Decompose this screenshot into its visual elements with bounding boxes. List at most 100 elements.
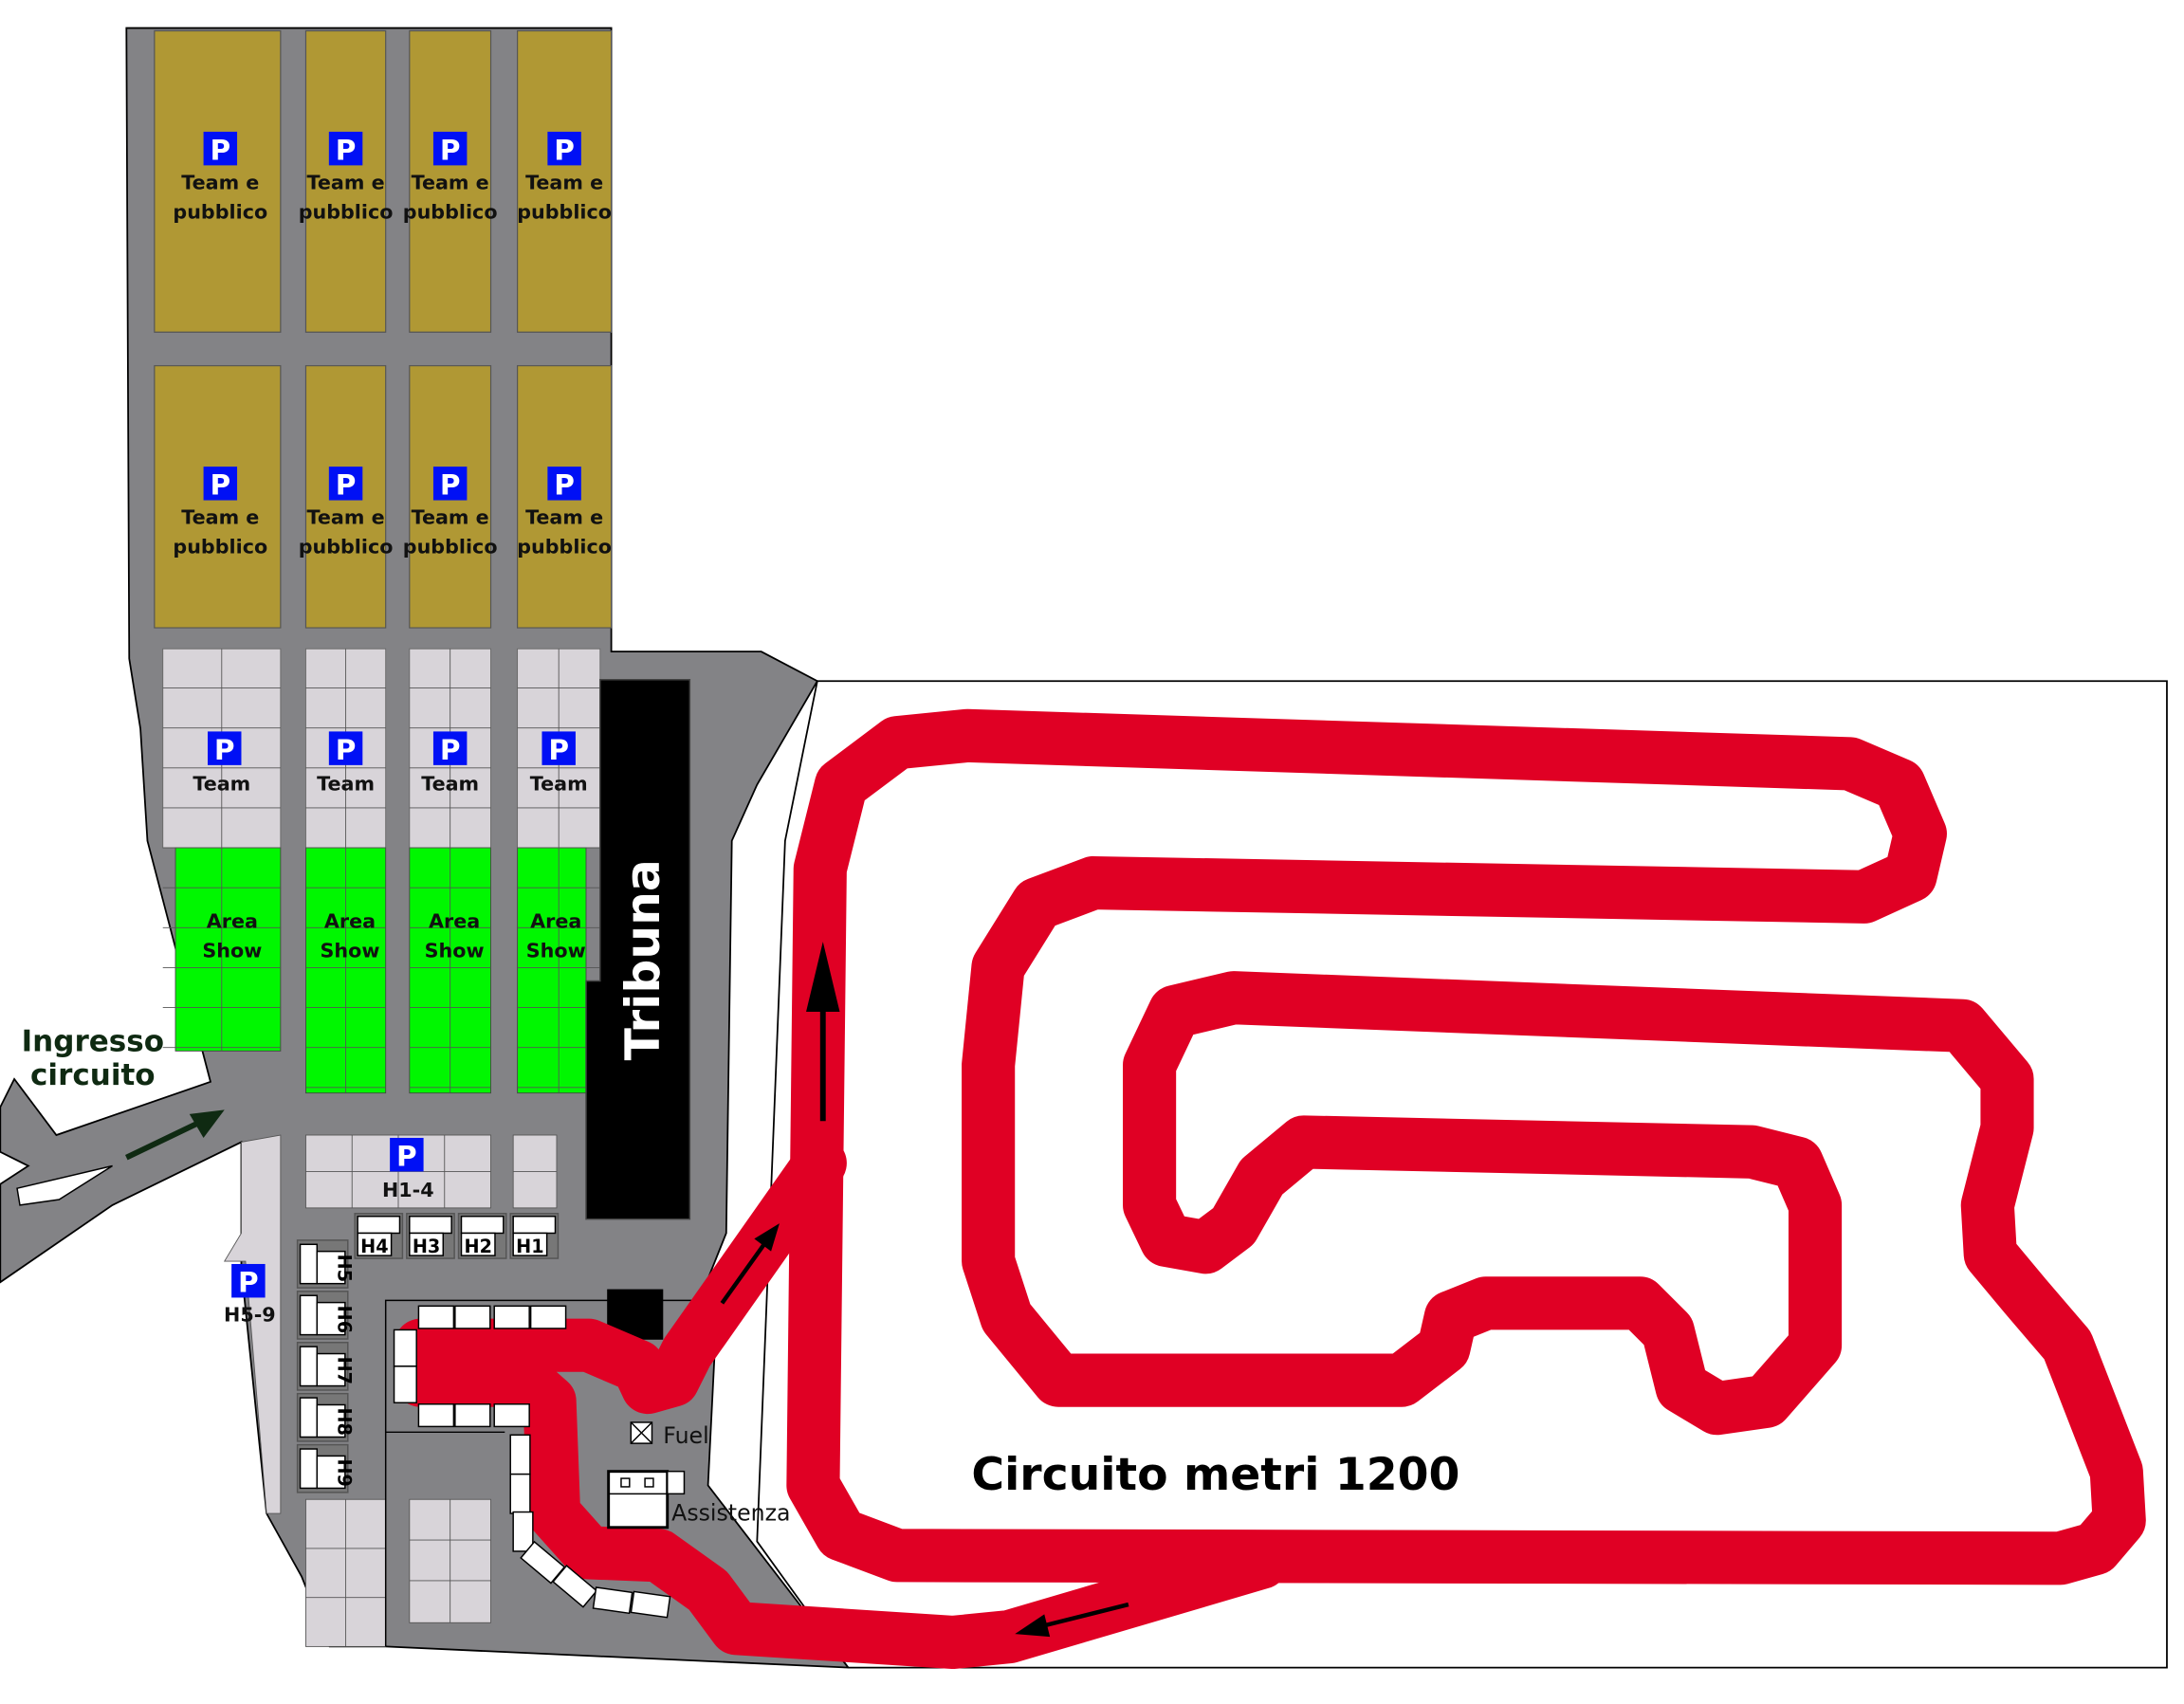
show-area-label: Area	[324, 909, 376, 932]
lot-label: Team e	[412, 172, 489, 194]
public-parking-lot: P Team e pubblico	[154, 29, 282, 333]
show-area-label: Show	[425, 939, 485, 962]
entrance-label-line1: Ingresso	[22, 1024, 164, 1058]
assistance-icon	[607, 1470, 670, 1530]
barriers	[393, 1305, 671, 1619]
lot-label: Team	[421, 772, 479, 795]
hangar-label: H6	[333, 1306, 355, 1333]
parking-icon: P	[210, 134, 230, 166]
show-area-label: Area	[530, 909, 581, 932]
entrance-label-line2: circuito	[30, 1058, 156, 1092]
barrier-block	[393, 1328, 417, 1367]
barrier-block	[393, 1365, 417, 1404]
track-exit-leg	[394, 1136, 1289, 1670]
h1-4-label: H1-4	[382, 1179, 434, 1201]
parking-sign	[203, 467, 238, 501]
show-area-label: Area	[207, 909, 258, 932]
parking-sign-h1-4	[390, 1137, 424, 1172]
lot-label: Team e	[412, 506, 489, 529]
hangar-label: H3	[413, 1236, 440, 1257]
barrier-block	[630, 1590, 671, 1619]
parking-icon: P	[214, 734, 235, 766]
hangar-h8: H8	[296, 1392, 355, 1442]
h5-9-label: H5-9	[224, 1304, 276, 1327]
arrow-entrance-icon	[189, 1109, 225, 1138]
barrier-block	[520, 1540, 566, 1585]
parking-icon: P	[440, 469, 461, 502]
show-area-label: Area	[429, 909, 480, 932]
lot-label: Team e	[181, 172, 259, 194]
hangar-h9: H9	[296, 1443, 355, 1493]
lot-label: pubblico	[299, 201, 394, 224]
hangar-label: H1	[516, 1236, 543, 1257]
hangar-label: H9	[333, 1458, 355, 1486]
parking-sign-h5-9	[231, 1263, 266, 1298]
public-parking-lot: P Team e pubblico	[403, 365, 498, 629]
parking-icon: P	[336, 734, 357, 766]
arrow-return-icon	[1015, 1614, 1051, 1638]
parking-sign	[328, 131, 363, 166]
race-track	[394, 708, 2146, 1670]
assistance-building: Assistenza	[607, 1470, 790, 1530]
lot-label: pubblico	[299, 536, 394, 559]
fuel-station: Fuel	[630, 1421, 709, 1449]
lot-label: pubblico	[403, 536, 498, 559]
parking-icon: P	[210, 469, 230, 502]
parking-icon: P	[440, 734, 461, 766]
barrier-block	[417, 1305, 455, 1329]
lot-label: Team e	[307, 172, 385, 194]
barrier-block	[454, 1403, 491, 1428]
lot-label: pubblico	[517, 201, 612, 224]
road-island	[16, 1164, 113, 1206]
parking-lot-h5-9	[223, 1134, 282, 1514]
fuel-label: Fuel	[663, 1422, 708, 1449]
hangar-h1: H1	[509, 1213, 560, 1259]
tribune	[585, 678, 691, 1220]
barrier-block	[512, 1511, 534, 1552]
parking-sign	[432, 131, 468, 166]
hangar-h2: H2	[457, 1213, 507, 1259]
parking-sign	[328, 467, 363, 501]
lot-label: Team e	[525, 506, 603, 529]
parking-icon: P	[548, 734, 569, 766]
assistance-label: Assistenza	[671, 1499, 790, 1526]
hangar-h6: H6	[296, 1291, 355, 1340]
parking-lot	[305, 1498, 387, 1647]
parking-sign	[208, 731, 242, 765]
parking-sign	[547, 467, 581, 501]
parking-icon: P	[440, 134, 461, 166]
lot-label: pubblico	[173, 536, 267, 559]
parking-sign	[328, 731, 363, 765]
hangar-h3: H3	[406, 1213, 455, 1259]
parking-sign	[432, 731, 468, 765]
show-area-label: Show	[202, 939, 262, 962]
hangar-h5: H5	[296, 1239, 355, 1289]
parking-sign	[432, 467, 468, 501]
lot-label: Team	[193, 772, 250, 795]
parking-icon: P	[396, 1141, 417, 1173]
hangar-label: H7	[333, 1357, 355, 1384]
hangar-h7: H7	[296, 1341, 355, 1391]
lot-label: pubblico	[173, 201, 267, 224]
show-area	[517, 847, 587, 1094]
barrier-block	[529, 1305, 567, 1329]
barrier-block	[592, 1586, 633, 1615]
show-area-label: Show	[321, 939, 380, 962]
hangar-label: H2	[465, 1236, 492, 1257]
tribune-label: Tribuna	[615, 859, 670, 1060]
arrow-up-icon	[806, 942, 840, 1012]
parking-lot	[512, 1134, 558, 1209]
parking-icon: P	[554, 469, 575, 502]
barrier-block	[454, 1305, 491, 1329]
parking-sign	[547, 131, 581, 166]
barrier-block	[509, 1434, 531, 1475]
hangar-label: H4	[360, 1236, 388, 1257]
hangar-h4: H4	[354, 1213, 404, 1259]
